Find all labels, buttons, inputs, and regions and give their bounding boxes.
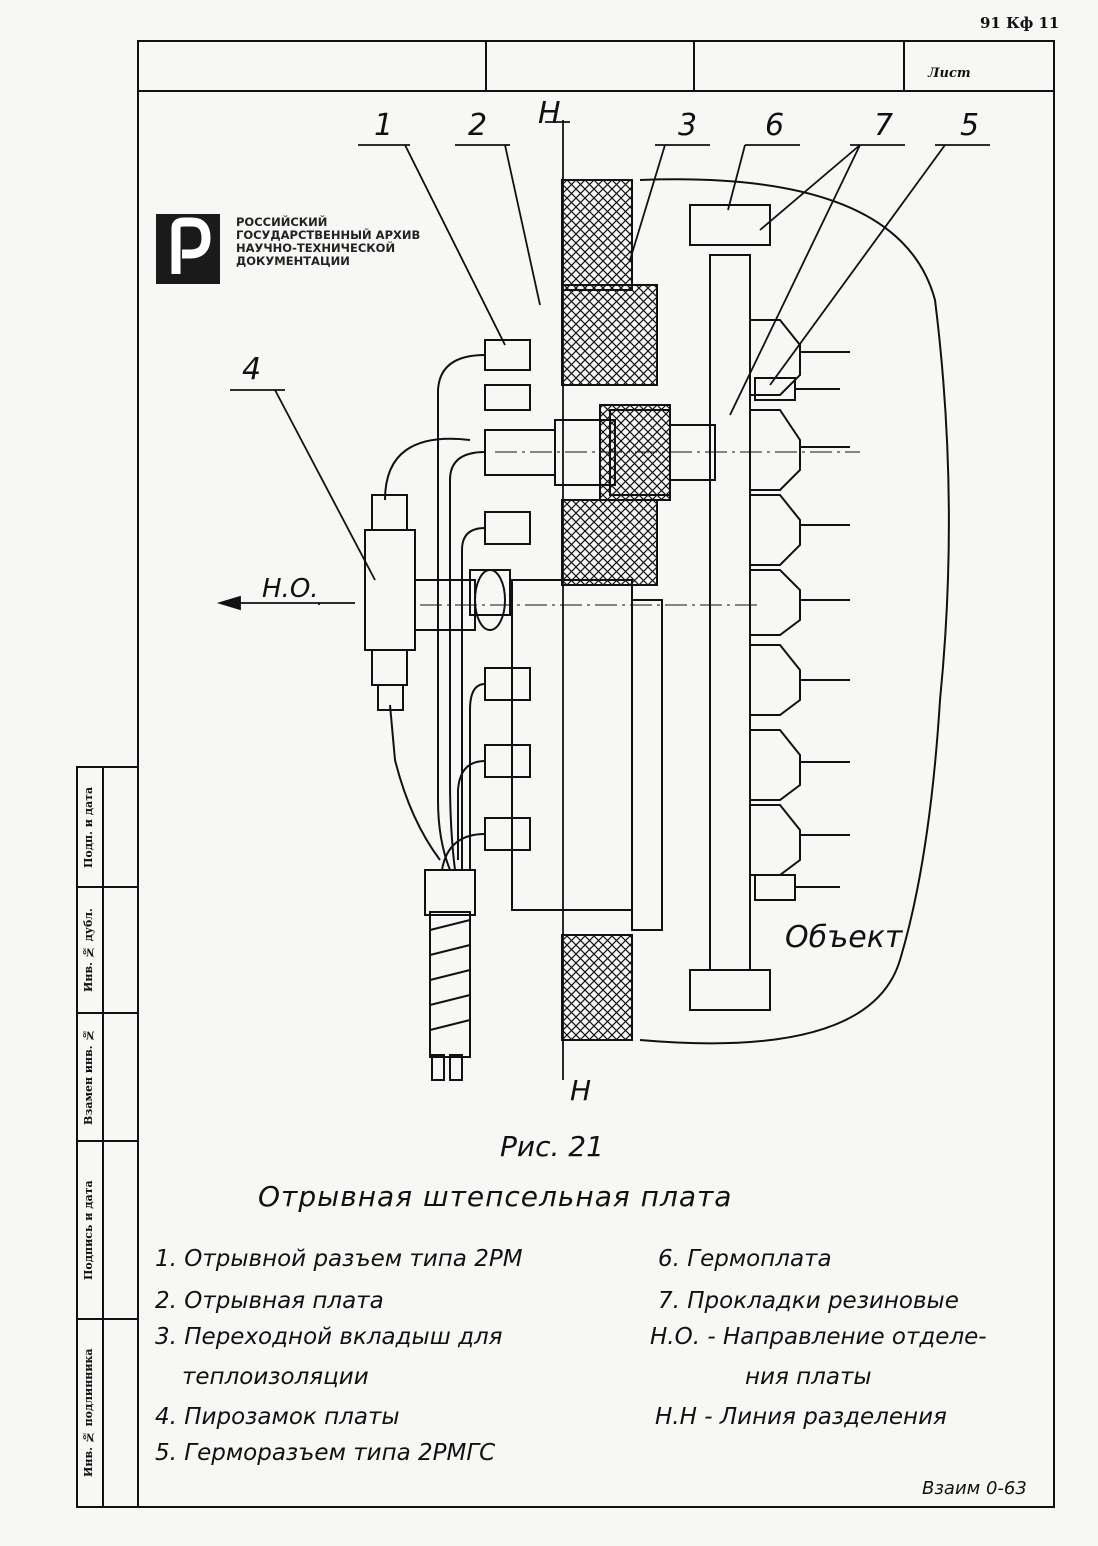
callout-6: 6 (765, 108, 785, 143)
figure-title: Отрывная штепсельная плата (258, 1180, 733, 1213)
right-connectors (750, 319, 850, 901)
callout-4: 4 (242, 352, 262, 387)
figure-number: Рис. 21 (500, 1130, 604, 1163)
hermetic-plate (709, 254, 751, 971)
side-stamp-divider (76, 1012, 137, 1014)
legend-left-item: 1. Отрывной разъем типа 2РМ (155, 1246, 523, 1272)
title-block-divider (485, 40, 487, 92)
signature: Взаим 0-63 (922, 1478, 1027, 1499)
wall-section-lower (561, 934, 633, 1041)
legend-left-item: 3. Переходной вкладыш для (155, 1324, 503, 1350)
legend-right-item: Н.Н - Линия разделения (655, 1404, 947, 1430)
object-outline (639, 178, 950, 1045)
drawing-frame (137, 40, 1055, 1508)
callout-1: 1 (374, 108, 394, 143)
direction-label: Н.О. (262, 574, 319, 604)
callout-5: 5 (960, 108, 980, 143)
object-label: Объект (785, 920, 903, 955)
callout-2: 2 (468, 108, 488, 143)
plate-flange (631, 599, 663, 931)
sheet-label: Лист (928, 66, 971, 81)
legend-right-item: 6. Гермоплата (658, 1246, 832, 1272)
callout-3: 3 (678, 108, 698, 143)
archive-logo-icon (156, 214, 220, 284)
title-block-divider (693, 40, 695, 92)
legend-right-item: ния платы (745, 1364, 872, 1390)
legend-right-item: Н.О. - Направление отделе- (650, 1324, 987, 1350)
insert-upper (561, 284, 658, 386)
side-stamp-divider (76, 1140, 137, 1142)
side-stamp (76, 766, 137, 1508)
archive-logo-text: РОССИЙСКИЙ ГОСУДАРСТВЕННЫЙ АРХИВ НАУЧНО-… (236, 216, 420, 268)
bolt-upper (689, 204, 771, 246)
side-stamp-divider (76, 1318, 137, 1320)
legend-left-item: 5. Герморазъем типа 2РМГС (155, 1440, 496, 1466)
section-label-bottom: Н (570, 1074, 592, 1107)
callout-leaders (216, 120, 990, 1080)
archive-logo-line: РОССИЙСКИЙ (236, 215, 328, 229)
archive-logo-line: ГОСУДАРСТВЕННЫЙ АРХИВ (236, 228, 421, 242)
title-block (137, 40, 1055, 92)
callout-section-h: Н (538, 96, 561, 131)
wall-section-upper (561, 179, 633, 291)
sheet-code: 91 Кф 11 (980, 14, 1060, 32)
insert-lower (561, 499, 658, 586)
side-stamp-divider (76, 886, 137, 888)
legend-left-item: 2. Отрывная плата (155, 1288, 384, 1314)
left-connectors (469, 339, 716, 851)
legend-right-item: 7. Прокладки резиновые (658, 1288, 959, 1314)
title-block-divider (903, 40, 905, 92)
bolt-lower (689, 969, 771, 1011)
legend-left-item: теплоизоляции (182, 1364, 369, 1390)
archive-logo-line: ДОКУМЕНТАЦИИ (236, 254, 350, 268)
archive-logo-line: НАУЧНО-ТЕХНИЧЕСКОЙ (236, 241, 396, 255)
callout-7: 7 (874, 108, 894, 143)
center-lines (420, 451, 860, 606)
side-stamp-inner (76, 766, 104, 1508)
legend-left-item: 4. Пирозамок платы (155, 1404, 400, 1430)
cable-bundle (384, 354, 486, 1081)
